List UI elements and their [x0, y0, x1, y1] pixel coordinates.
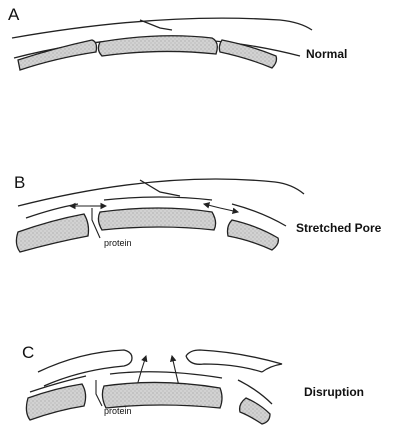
protein-pointer-c	[96, 380, 102, 406]
panel-c: C protein Disruption	[22, 343, 364, 424]
panel-letter-b: B	[14, 173, 25, 192]
cell-c-right	[240, 398, 270, 424]
cell-b-left	[16, 214, 88, 252]
inner-wall-c-mid	[110, 372, 222, 378]
cell-a-middle	[98, 36, 217, 56]
protein-label-c: protein	[104, 406, 132, 416]
caption-b: Stretched Pore	[296, 221, 382, 235]
panel-a: A Normal	[8, 5, 347, 70]
pore-arrow-b-right	[204, 204, 220, 208]
cell-c-middle	[102, 382, 222, 408]
caption-c: Disruption	[304, 385, 364, 399]
cell-b-middle	[98, 208, 215, 230]
cell-a-right	[219, 40, 276, 68]
crack-a	[140, 20, 172, 30]
caption-a: Normal	[306, 47, 347, 61]
panel-b: B protein Stretched Pore	[14, 173, 382, 252]
outer-wall-c-right-inner	[186, 356, 262, 372]
panel-letter-c: C	[22, 343, 34, 362]
panel-letter-a: A	[8, 5, 20, 24]
protein-label-b: protein	[104, 238, 132, 248]
outer-wall-c-right	[186, 350, 282, 372]
outer-wall-c-left	[38, 350, 132, 386]
cell-b-right	[228, 220, 279, 250]
inner-wall-b-mid	[104, 197, 212, 200]
pore-arrow-b-right2	[220, 208, 238, 212]
cell-a-left	[18, 40, 97, 70]
cell-c-left	[26, 384, 85, 420]
